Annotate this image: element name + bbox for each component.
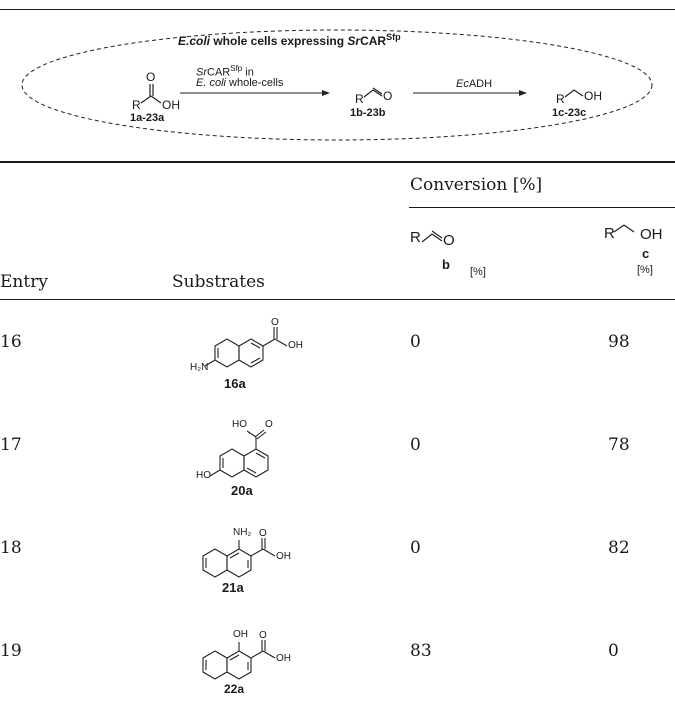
arrow2-head bbox=[519, 90, 527, 96]
col-b-letter: b bbox=[442, 257, 450, 272]
acid-o: O bbox=[146, 70, 156, 84]
row-19-oh: OH bbox=[276, 653, 291, 664]
arrow2-text: EcADH bbox=[456, 78, 492, 90]
col-c-unit: [%] bbox=[637, 264, 653, 276]
row-16-o: O bbox=[271, 317, 279, 328]
aldehyde-label: 1b-23b bbox=[350, 107, 386, 119]
scheme-title-organism: E.coli bbox=[178, 34, 211, 48]
row-18-c: 82 bbox=[608, 538, 630, 558]
acid-structure bbox=[140, 84, 162, 104]
alcohol-oh: OH bbox=[584, 89, 602, 103]
acid-label: 1a-23a bbox=[130, 112, 165, 124]
col-c-alcohol-structure bbox=[613, 224, 635, 233]
col-b-r: R bbox=[410, 229, 421, 246]
rule-conversion bbox=[409, 207, 675, 208]
scheme-title-mid: whole cells expressing bbox=[210, 34, 348, 48]
scheme-title: E.coli whole cells expressing SrCARSfp bbox=[178, 32, 401, 48]
row-19-b: 83 bbox=[410, 641, 432, 661]
arrow1-top-italic: Sr bbox=[196, 66, 207, 79]
scheme-title-enzyme: CAR bbox=[360, 34, 387, 48]
row-16-entry: 16 bbox=[0, 332, 22, 352]
scheme-svg bbox=[21, 29, 653, 141]
row-16-label: 16a bbox=[224, 376, 246, 391]
row-18-entry: 18 bbox=[0, 538, 22, 558]
scheme-title-enzyme-italic: Sr bbox=[347, 34, 361, 48]
alcohol-structure bbox=[564, 89, 584, 98]
arrow1-bottom-text: E. coli whole-cells bbox=[196, 77, 283, 89]
aldehyde-r: R bbox=[355, 92, 364, 106]
row-16-structure bbox=[204, 327, 288, 368]
row-19-oh-top: OH bbox=[233, 629, 248, 640]
row-17-ho-top: HO bbox=[232, 419, 247, 430]
aldehyde-o: O bbox=[383, 89, 393, 103]
arrow1-top-sup: Sfp bbox=[230, 64, 243, 73]
row-17-label: 20a bbox=[231, 483, 253, 498]
substrates-header: Substrates bbox=[172, 272, 265, 292]
col-b-aldehyde-structure bbox=[421, 230, 443, 243]
arrow2-italic: Ec bbox=[456, 78, 469, 90]
scheme-dashed-ellipse bbox=[21, 29, 653, 141]
acid-r: R bbox=[132, 98, 141, 112]
row-19-o: O bbox=[259, 630, 267, 641]
row-17-entry: 17 bbox=[0, 435, 22, 455]
rule-table-top bbox=[0, 161, 675, 163]
row-17-ho: HO bbox=[196, 470, 211, 481]
row-18-oh: OH bbox=[276, 551, 291, 562]
col-c-letter: c bbox=[642, 246, 650, 261]
row-16-b: 0 bbox=[410, 332, 421, 352]
arrow1-top-text: SrCARSfp in bbox=[196, 64, 254, 79]
row-19-label: 22a bbox=[224, 682, 245, 696]
col-b-o: O bbox=[443, 232, 455, 249]
row-17-b: 0 bbox=[410, 435, 421, 455]
arrow1-bottom-italic: E. coli bbox=[196, 77, 226, 89]
row-19-c: 0 bbox=[608, 641, 619, 661]
row-16-oh: OH bbox=[288, 340, 303, 351]
row-18-nh2: NH₂ bbox=[233, 527, 252, 538]
col-c-r: R bbox=[604, 225, 615, 242]
reaction-scheme: E.coli whole cells expressing SrCARSfp O… bbox=[0, 0, 675, 160]
arrow2-enzyme: ADH bbox=[468, 78, 493, 90]
alcohol-label: 1c-23c bbox=[552, 107, 587, 119]
row-16-c: 98 bbox=[608, 332, 630, 352]
arrow1-top-suffix: in bbox=[242, 66, 254, 79]
row-19-structure bbox=[202, 640, 276, 680]
conversion-header: Conversion [%] bbox=[410, 175, 543, 195]
rule-top bbox=[0, 9, 675, 10]
aldehyde-structure bbox=[363, 87, 383, 98]
row-18-structure bbox=[202, 538, 276, 578]
row-17-structure bbox=[209, 429, 269, 478]
arrow1-head bbox=[322, 90, 330, 96]
scheme-title-sup: Sfp bbox=[386, 32, 401, 42]
arrow1-bottom-rest: whole-cells bbox=[225, 77, 284, 89]
acid-oh: OH bbox=[162, 98, 180, 112]
rule-header-bottom bbox=[0, 299, 675, 300]
row-18-o: O bbox=[259, 528, 267, 539]
row-17-c: 78 bbox=[608, 435, 630, 455]
row-16-h2n: H₂N bbox=[190, 362, 209, 373]
col-b-unit: [%] bbox=[470, 266, 486, 278]
row-18-b: 0 bbox=[410, 538, 421, 558]
row-18-label: 21a bbox=[222, 580, 244, 595]
row-19-entry: 19 bbox=[0, 641, 22, 661]
col-c-oh: OH bbox=[640, 226, 663, 243]
arrow1-top-enzyme: CAR bbox=[207, 66, 231, 79]
entry-header: Entry bbox=[0, 272, 48, 292]
row-17-o: O bbox=[265, 419, 273, 430]
alcohol-r: R bbox=[556, 92, 565, 106]
